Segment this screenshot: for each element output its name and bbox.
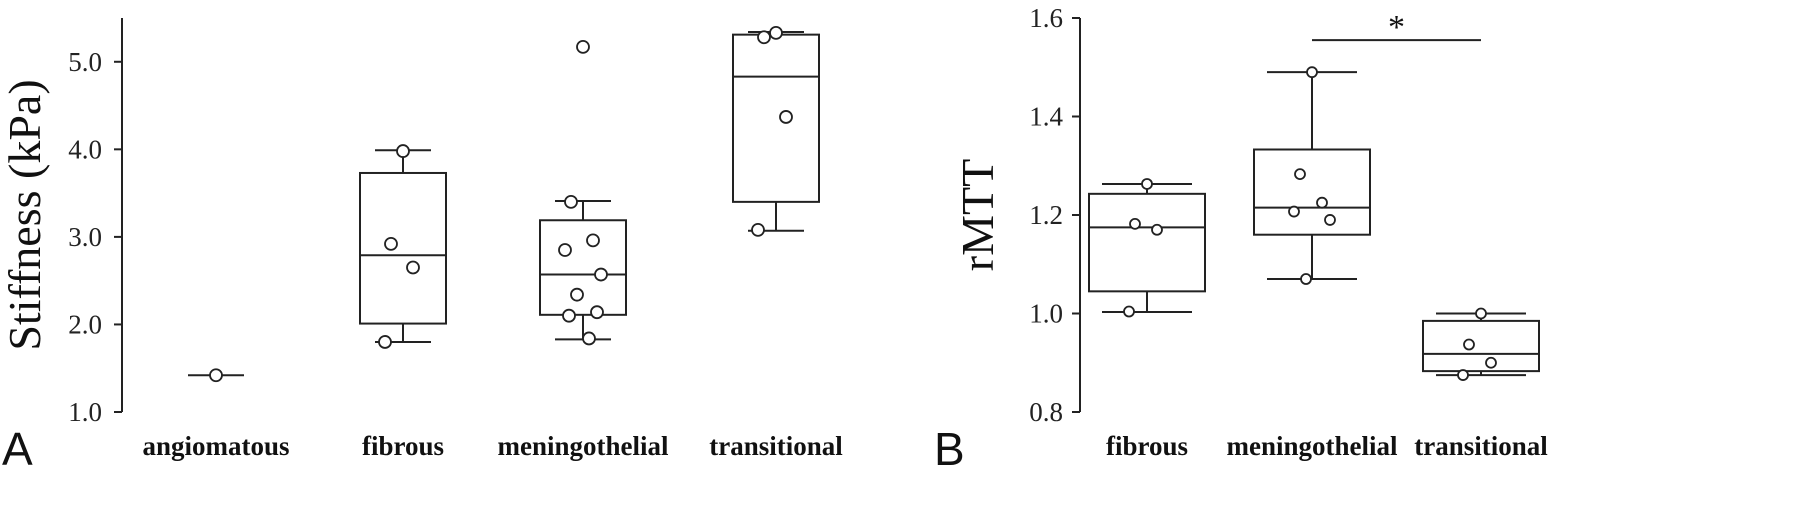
box-iqr xyxy=(359,171,447,325)
y-tick-label: 1.4 xyxy=(1029,102,1063,132)
data-point xyxy=(384,236,398,251)
data-point xyxy=(1463,338,1475,351)
y-tick-label: 5.0 xyxy=(68,47,102,77)
data-point xyxy=(1457,369,1469,381)
data-point xyxy=(576,39,590,54)
data-point xyxy=(1123,305,1135,318)
category-label: fibrous xyxy=(1106,431,1188,461)
category-label: meningothelial xyxy=(497,431,669,461)
data-point xyxy=(570,287,584,302)
data-point xyxy=(769,25,783,40)
data-point xyxy=(396,144,410,158)
box-iqr xyxy=(1422,319,1540,373)
data-point xyxy=(1324,214,1336,226)
category-label: transitional xyxy=(709,431,843,461)
data-point xyxy=(562,308,576,323)
y-tick-label: 3.0 xyxy=(68,222,102,252)
data-point xyxy=(757,30,771,45)
data-point xyxy=(1306,66,1318,79)
data-point xyxy=(594,267,608,282)
data-point xyxy=(586,233,600,248)
panel-letter: A xyxy=(2,423,33,475)
data-point xyxy=(779,110,793,124)
data-point xyxy=(751,222,765,237)
y-tick-label: 1.2 xyxy=(1029,200,1063,230)
y-tick-label: 4.0 xyxy=(68,134,102,164)
box-iqr xyxy=(539,219,627,316)
data-point xyxy=(1294,168,1306,181)
y-tick-label: 2.0 xyxy=(68,309,102,339)
y-tick-label: 1.0 xyxy=(1029,299,1063,329)
data-point xyxy=(1485,356,1497,369)
data-point xyxy=(406,260,420,275)
category-label: fibrous xyxy=(362,431,444,461)
y-tick-label: 1.6 xyxy=(1029,3,1063,33)
data-point xyxy=(1316,196,1328,209)
box-iqr xyxy=(1088,192,1206,293)
data-point xyxy=(378,335,392,349)
category-label: transitional xyxy=(1414,431,1548,461)
data-point xyxy=(1151,223,1163,236)
y-axis-title: rMTT xyxy=(952,159,1003,271)
y-axis-title: Stiffness (kPa) xyxy=(0,79,50,350)
data-point xyxy=(1300,273,1312,285)
data-point xyxy=(558,243,572,257)
data-point xyxy=(1141,178,1153,190)
box-iqr xyxy=(732,33,820,203)
box-iqr xyxy=(1253,148,1371,236)
category-label: meningothelial xyxy=(1226,431,1398,461)
data-point xyxy=(1475,307,1487,320)
data-point xyxy=(564,194,578,209)
data-point xyxy=(1129,217,1141,230)
y-tick-label: 1.0 xyxy=(68,397,102,427)
panel-letter: B xyxy=(934,423,965,475)
data-point xyxy=(1288,205,1300,218)
data-point xyxy=(209,368,223,383)
category-label: angiomatous xyxy=(142,431,289,461)
significance-label: * xyxy=(1388,9,1405,46)
data-point xyxy=(590,305,604,320)
y-tick-label: 0.8 xyxy=(1029,397,1063,427)
data-point xyxy=(582,331,596,346)
